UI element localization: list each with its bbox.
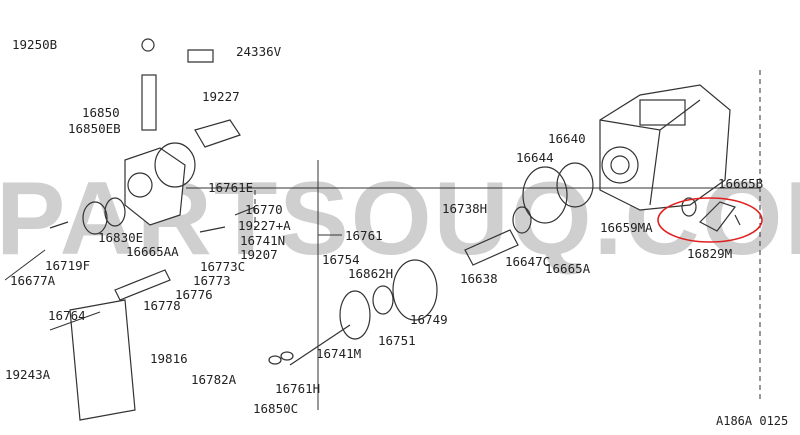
part-label-16761h[interactable]: 16761H: [275, 381, 321, 396]
part-label-16751[interactable]: 16751: [378, 333, 416, 348]
part-label-16647c[interactable]: 16647C: [505, 254, 551, 269]
part-label-16830e[interactable]: 16830E: [98, 230, 144, 245]
part-label-16741n[interactable]: 16741N: [240, 233, 286, 248]
diagram-code: A186A 0125: [716, 414, 789, 428]
part-label-16862h[interactable]: 16862H: [348, 266, 394, 281]
part-label-19227a[interactable]: 19227+A: [238, 218, 291, 233]
part-label-16665b[interactable]: 16665B: [718, 176, 764, 191]
distributor-head: [124, 38, 241, 226]
part-label-16773[interactable]: 16773: [193, 273, 231, 288]
part-label-19816[interactable]: 19816: [150, 351, 188, 366]
part-label-16644[interactable]: 16644: [516, 150, 554, 165]
part-label-16638[interactable]: 16638: [460, 271, 498, 286]
part-label-16640[interactable]: 16640: [548, 131, 586, 146]
part-label-16778[interactable]: 16778: [143, 298, 181, 313]
part-label-16665a[interactable]: 16665A: [545, 261, 591, 276]
pump-housing: [599, 84, 731, 211]
leader-lines: [4, 70, 761, 410]
part-label-16850eb[interactable]: 16850EB: [68, 121, 121, 136]
part-label-19207[interactable]: 19207: [240, 247, 278, 262]
part-label-16738h[interactable]: 16738H: [442, 201, 488, 216]
part-label-16850c[interactable]: 16850C: [253, 401, 299, 416]
part-label-16677a[interactable]: 16677A: [10, 273, 56, 288]
part-label-16773c[interactable]: 16773C: [200, 259, 246, 274]
part-label-19243a[interactable]: 19243A: [5, 367, 51, 382]
part-label-16776[interactable]: 16776: [175, 287, 213, 302]
cover-plate: [681, 197, 741, 232]
part-label-16782a[interactable]: 16782A: [191, 372, 237, 387]
part-label-16741m[interactable]: 16741M: [316, 346, 362, 361]
part-label-16761e[interactable]: 16761E: [208, 180, 254, 195]
drive-components: [49, 162, 594, 421]
part-label-16749[interactable]: 16749: [410, 312, 448, 327]
part-label-16764[interactable]: 16764: [48, 308, 86, 323]
highlight-circle: [657, 197, 763, 243]
part-label-16850[interactable]: 16850: [82, 105, 120, 120]
part-label-19227[interactable]: 19227: [202, 89, 240, 104]
part-label-16761[interactable]: 16761: [345, 228, 383, 243]
part-label-16770[interactable]: 16770: [245, 202, 283, 217]
part-label-16665aa[interactable]: 16665AA: [126, 244, 179, 259]
part-label-16719f[interactable]: 16719F: [45, 258, 91, 273]
part-label-19250b[interactable]: 19250B: [12, 37, 58, 52]
part-label-16754[interactable]: 16754: [322, 252, 360, 267]
part-label-16829m[interactable]: 16829M: [687, 246, 733, 261]
part-label-24336v[interactable]: 24336V: [236, 44, 282, 59]
part-label-16659ma[interactable]: 16659MA: [600, 220, 653, 235]
